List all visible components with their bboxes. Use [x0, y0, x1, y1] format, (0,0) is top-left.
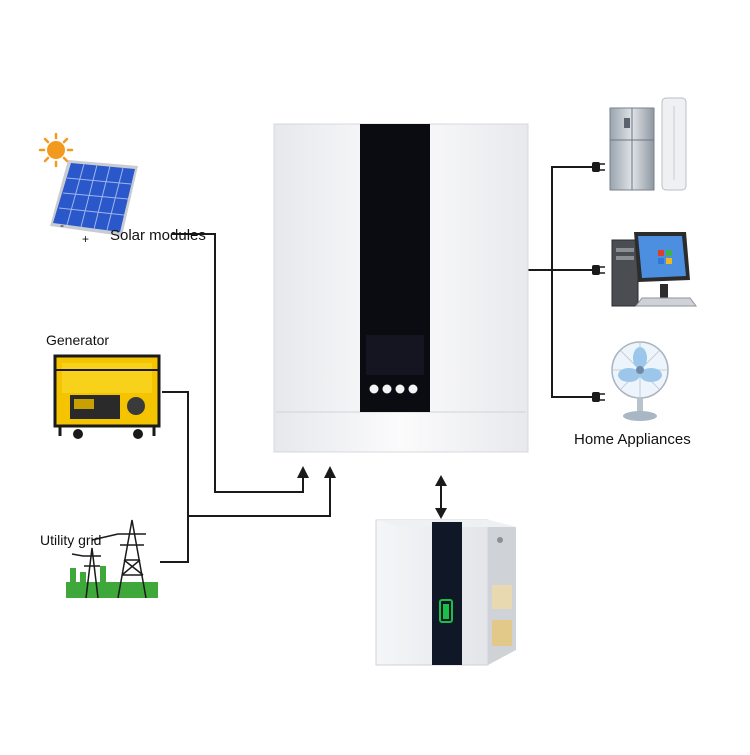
- inverter: [273, 123, 529, 453]
- home-appliances-label: Home Appliances: [574, 431, 691, 448]
- fan-icon: [611, 341, 669, 421]
- solar-minus-sign: -: [60, 218, 64, 232]
- generator-icon: [53, 354, 161, 439]
- battery-stripe: [432, 522, 462, 665]
- computer-icon: [611, 232, 697, 307]
- sun-icon: [38, 132, 74, 168]
- fridge-icon: [609, 107, 655, 191]
- solar-line: [172, 233, 304, 493]
- inverter-display: [366, 335, 424, 375]
- solar-plus-sign: +: [82, 232, 90, 246]
- tower-fan-icon: [661, 97, 687, 191]
- plug-icons: [592, 162, 605, 402]
- arrowhead-up-2: [324, 466, 336, 478]
- connection-lines: [160, 166, 596, 563]
- appliance-bus: [551, 166, 596, 398]
- arrowhead-battery-down: [435, 508, 447, 519]
- grid-line: [160, 516, 189, 563]
- battery: [375, 519, 516, 666]
- generator-label: Generator: [46, 332, 110, 348]
- arrowheads: [297, 466, 447, 519]
- plug-icon: [592, 265, 600, 275]
- utility-grid-label: Utility grid: [40, 532, 102, 548]
- arrowhead-battery-up: [435, 475, 447, 486]
- plug-icon: [592, 162, 600, 172]
- solar-panel-icon: [50, 160, 138, 236]
- inverter-buttons: [369, 384, 418, 394]
- battery-indicator: [439, 599, 453, 623]
- arrowhead-up-1: [297, 466, 309, 478]
- battery-label-sticker: [492, 585, 512, 609]
- plug-icon: [592, 392, 600, 402]
- solar-modules-label: Solar modules: [110, 227, 206, 244]
- power-tower-icon: [66, 519, 158, 599]
